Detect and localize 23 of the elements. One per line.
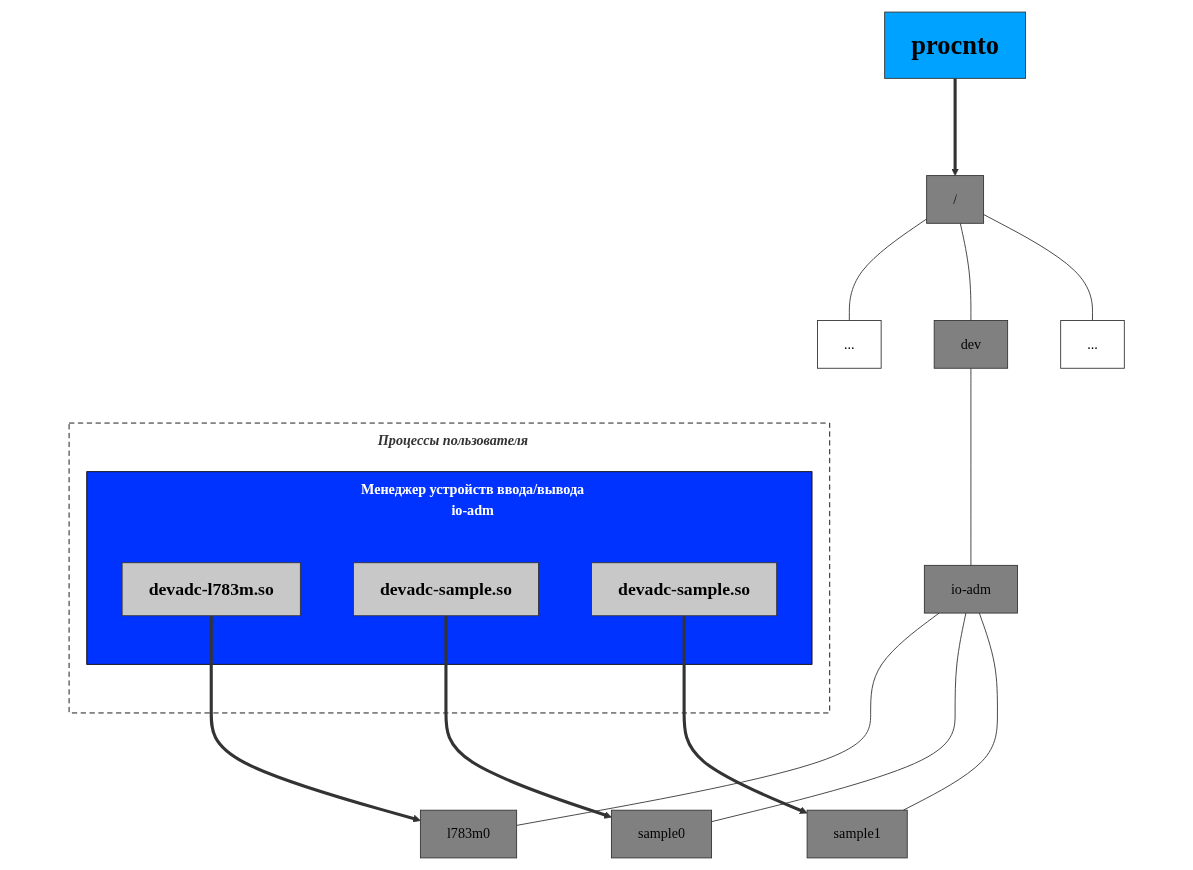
connector <box>982 214 1093 321</box>
node-box: ... <box>1060 320 1125 369</box>
connector <box>848 218 927 321</box>
arrow <box>209 615 421 823</box>
arrow <box>682 615 808 814</box>
node-box: dev <box>933 320 1008 369</box>
node-box: devadc-sample.so <box>590 562 777 617</box>
node-box: devadc-l783m.so <box>121 562 301 617</box>
connector <box>902 612 998 811</box>
node-box: / <box>925 175 984 224</box>
node-box: procnto <box>884 11 1026 79</box>
arrow <box>951 78 959 176</box>
node-box: ... <box>816 320 882 369</box>
connector <box>516 612 940 826</box>
node-box: devadc-sample.so <box>352 562 539 617</box>
connector <box>710 612 967 823</box>
node-box: l783m0 <box>419 809 517 859</box>
node-box: sample1 <box>806 809 908 859</box>
connector <box>970 367 972 566</box>
node-box: sample0 <box>610 809 712 859</box>
arrow <box>444 615 612 819</box>
node-box: io-adm <box>923 564 1018 614</box>
connector <box>959 222 972 321</box>
